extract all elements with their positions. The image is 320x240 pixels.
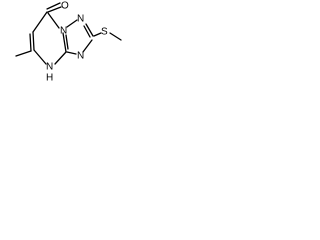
atom-nitrogen-h: N [46,62,53,73]
atom-sulfur: S [101,27,108,38]
bond-n8a-n1 [66,19,78,28]
bond-n1-c2 [85,23,94,37]
bond-c6-c5-lower [29,33,32,52]
bond-c7-o-double [46,2,61,10]
bond-c2-s [93,32,102,37]
bond-n1-c2-double [83,25,91,38]
bond-c5-methyl [15,50,32,57]
bond-c3a-n8a [62,32,67,53]
bond-c7-c6 [32,11,48,33]
bond-c3a-n8a-double [65,34,69,50]
atom-nitrogen-3: N [77,51,84,62]
bond-n8a-c7 [47,12,60,29]
bond-n4-c3a [54,51,67,65]
bond-c5-n4 [33,49,47,65]
bond-n3-c3a [66,51,77,55]
bond-c2-n3 [82,39,93,53]
atom-nitrogen-1: N [77,14,84,25]
atom-oxygen: O [61,1,69,12]
atom-hydrogen: H [46,73,53,84]
bond-c6-c5-upper [32,31,35,51]
bond-c7-o [47,6,62,13]
chemical-structure: O N N N S N H [15,1,122,84]
atom-nitrogen-2: N [60,26,67,37]
bond-s-methyl [109,32,122,41]
